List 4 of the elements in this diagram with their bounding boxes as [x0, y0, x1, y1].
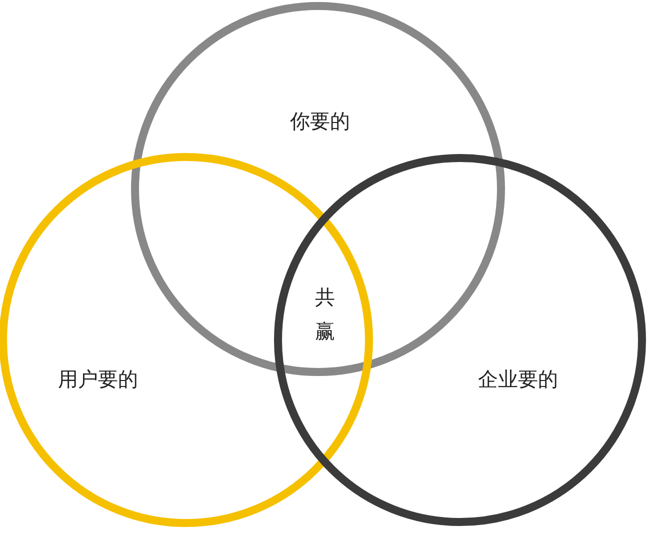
set-label: 你要的 — [290, 108, 350, 135]
set-label: 企业要的 — [478, 366, 558, 393]
set-label: 用户要的 — [58, 366, 138, 393]
intersection-label: 共赢 — [314, 284, 336, 345]
